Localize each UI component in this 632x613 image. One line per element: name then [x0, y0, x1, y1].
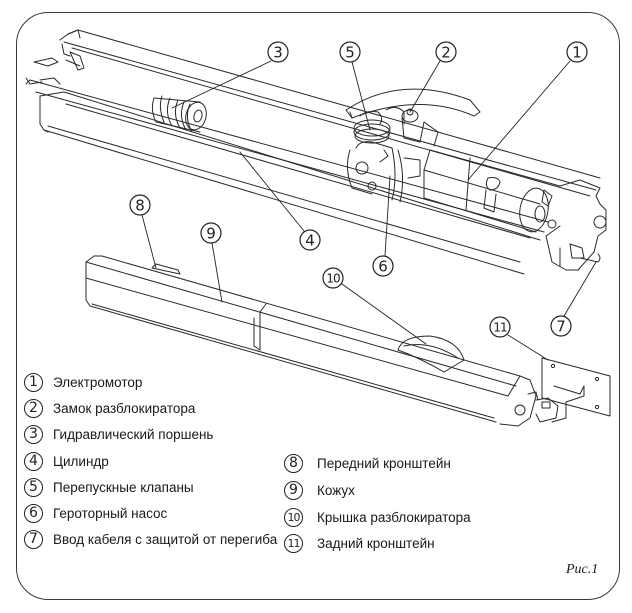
- svg-text:11: 11: [493, 321, 507, 335]
- legend-number: 7: [24, 530, 43, 549]
- legend-label: Гидравлический поршень: [53, 427, 214, 442]
- svg-text:1: 1: [572, 44, 582, 62]
- figure-caption: Рис.1: [566, 562, 599, 577]
- figure-frame: [16, 12, 620, 600]
- legend-number: 2: [24, 399, 43, 418]
- valve-block: [345, 88, 481, 147]
- callout-4: 4: [299, 229, 321, 251]
- legend-item: 5 Перепускные клапаны: [24, 478, 194, 497]
- callout-3: 3: [267, 41, 289, 63]
- legend-item: 4 Цилиндр: [24, 452, 109, 471]
- callout-9: 9: [200, 222, 222, 244]
- front-bracket-shape: [151, 263, 181, 275]
- legend-label: Перепускные клапаны: [53, 480, 194, 495]
- legend-item: 8 Передний кронштейн: [284, 454, 451, 473]
- callout-6: 6: [372, 255, 394, 277]
- legend-label: Задний кронштейн: [317, 536, 435, 551]
- legend-item: 7 Ввод кабеля с защитой от перегиба: [24, 530, 283, 550]
- svg-text:10: 10: [326, 272, 340, 286]
- legend-number: 4: [24, 452, 43, 471]
- legend-item: 2 Замок разблокиратора: [24, 399, 195, 418]
- gerotor-pump: [346, 141, 421, 203]
- legend-item: 10 Крышка разблокиратора: [284, 508, 471, 527]
- electric-motor: [423, 149, 561, 233]
- legend-label: Электромотор: [53, 375, 143, 390]
- legend-number: 10: [284, 508, 303, 527]
- legend-number: 11: [284, 534, 303, 553]
- legend-number: 6: [24, 504, 43, 523]
- callout-8: 8: [129, 194, 151, 216]
- legend-number: 5: [24, 478, 43, 497]
- legend-item: 9 Кожух: [284, 481, 355, 500]
- legend-number: 9: [284, 481, 303, 500]
- legend-label: Передний кронштейн: [317, 456, 451, 471]
- legend-number: 1: [24, 373, 43, 392]
- legend-label: Замок разблокиратора: [53, 401, 196, 416]
- rear-end-cap: [545, 179, 607, 271]
- legend-item: 1 Электромотор: [24, 373, 142, 392]
- callout-2: 2: [435, 41, 457, 63]
- callout-5: 5: [339, 41, 361, 63]
- svg-text:7: 7: [556, 318, 566, 336]
- legend-number: 3: [24, 425, 43, 444]
- assembled-actuator: [85, 255, 611, 427]
- cutaway-actuator: [25, 29, 607, 275]
- legend-item: 6 Героторный насос: [24, 504, 167, 523]
- legend-label: Цилиндр: [53, 454, 109, 469]
- rear-bracket-shape: [535, 357, 611, 423]
- legend-label: Героторный насос: [53, 506, 168, 521]
- callout-10: 10: [322, 267, 344, 289]
- svg-text:8: 8: [135, 197, 145, 215]
- svg-text:9: 9: [206, 225, 216, 243]
- hydraulic-piston: [151, 95, 207, 133]
- svg-text:3: 3: [273, 44, 283, 62]
- legend-label: Ввод кабеля с защитой от перегиба: [53, 532, 278, 547]
- legend-item: 3 Гидравлический поршень: [24, 425, 213, 444]
- legend-label: Кожух: [317, 483, 355, 498]
- callout-11: 11: [489, 316, 511, 338]
- svg-text:4: 4: [305, 232, 315, 250]
- housing-rails: [25, 29, 601, 197]
- svg-text:5: 5: [345, 44, 355, 62]
- legend-item: 11 Задний кронштейн: [284, 534, 435, 553]
- callout-1: 1: [566, 41, 588, 63]
- legend-number: 8: [284, 454, 303, 473]
- callout-7: 7: [550, 315, 572, 337]
- svg-text:2: 2: [441, 44, 451, 62]
- release-cover-shape: [397, 335, 465, 373]
- svg-text:6: 6: [378, 258, 388, 276]
- leader-lines: [141, 60, 597, 361]
- legend-label: Крышка разблокиратора: [317, 510, 471, 525]
- housing-top-edge: [93, 255, 521, 377]
